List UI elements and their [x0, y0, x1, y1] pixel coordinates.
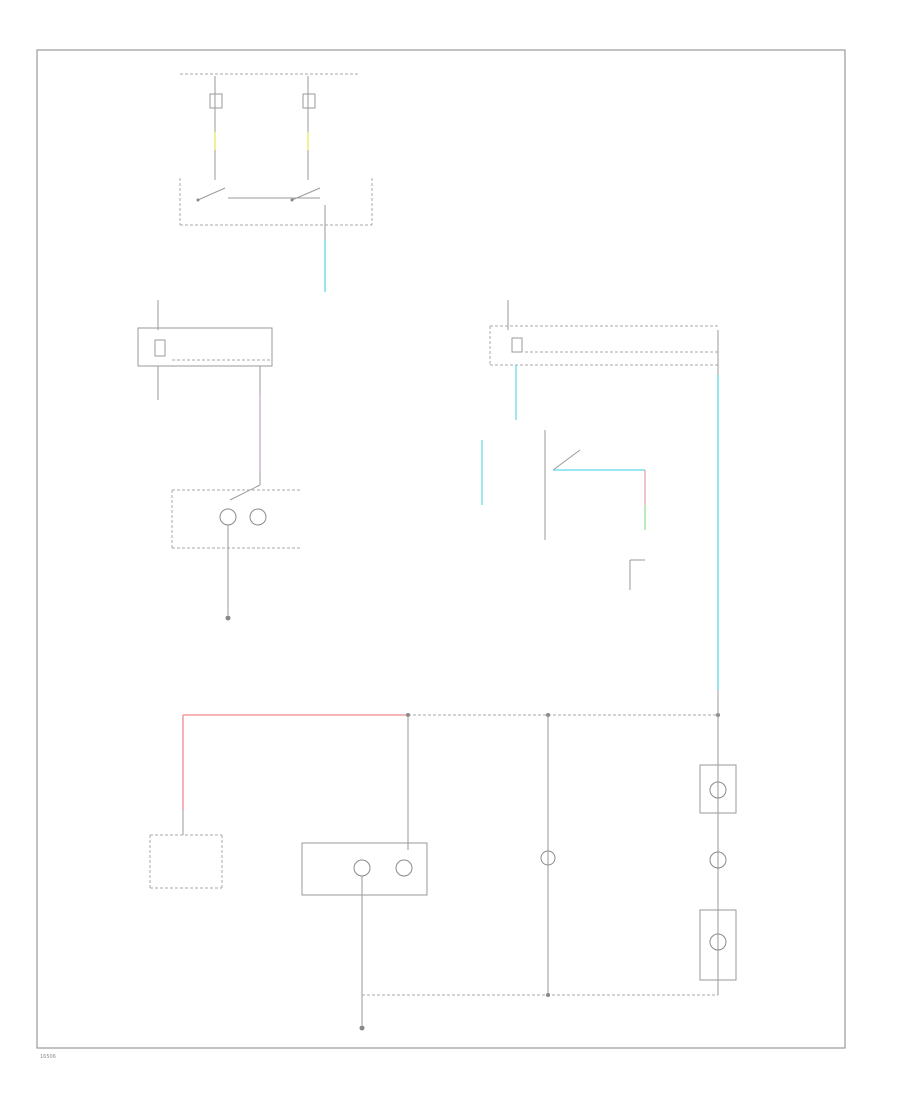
fuse-box-top-right — [302, 93, 316, 109]
cluster-bulb-left-b — [249, 508, 267, 526]
diagram-code: 16506 — [40, 1054, 56, 1060]
bottom-distribution-section — [149, 690, 737, 1031]
cluster-bulb-left-a — [219, 508, 237, 526]
fuse-panel-left — [137, 327, 273, 367]
left-fuse-section — [137, 300, 300, 621]
cluster-bulb-center-a — [353, 859, 371, 877]
fuse-right — [511, 337, 523, 353]
instrument-bulb-right-3 — [709, 933, 727, 951]
diagram-frame — [36, 49, 846, 1049]
cluster-box-center — [301, 842, 428, 896]
indicator-bulb-mid — [540, 850, 556, 866]
instrument-bulb-right-2 — [709, 851, 727, 869]
right-fuse-section — [481, 300, 719, 690]
fuse-left — [154, 339, 166, 357]
headlamp-switch-section — [179, 73, 373, 292]
fuse-box-top-left — [209, 93, 223, 109]
cluster-bulb-center-b — [395, 859, 413, 877]
instrument-bulb-right-1 — [709, 781, 727, 799]
